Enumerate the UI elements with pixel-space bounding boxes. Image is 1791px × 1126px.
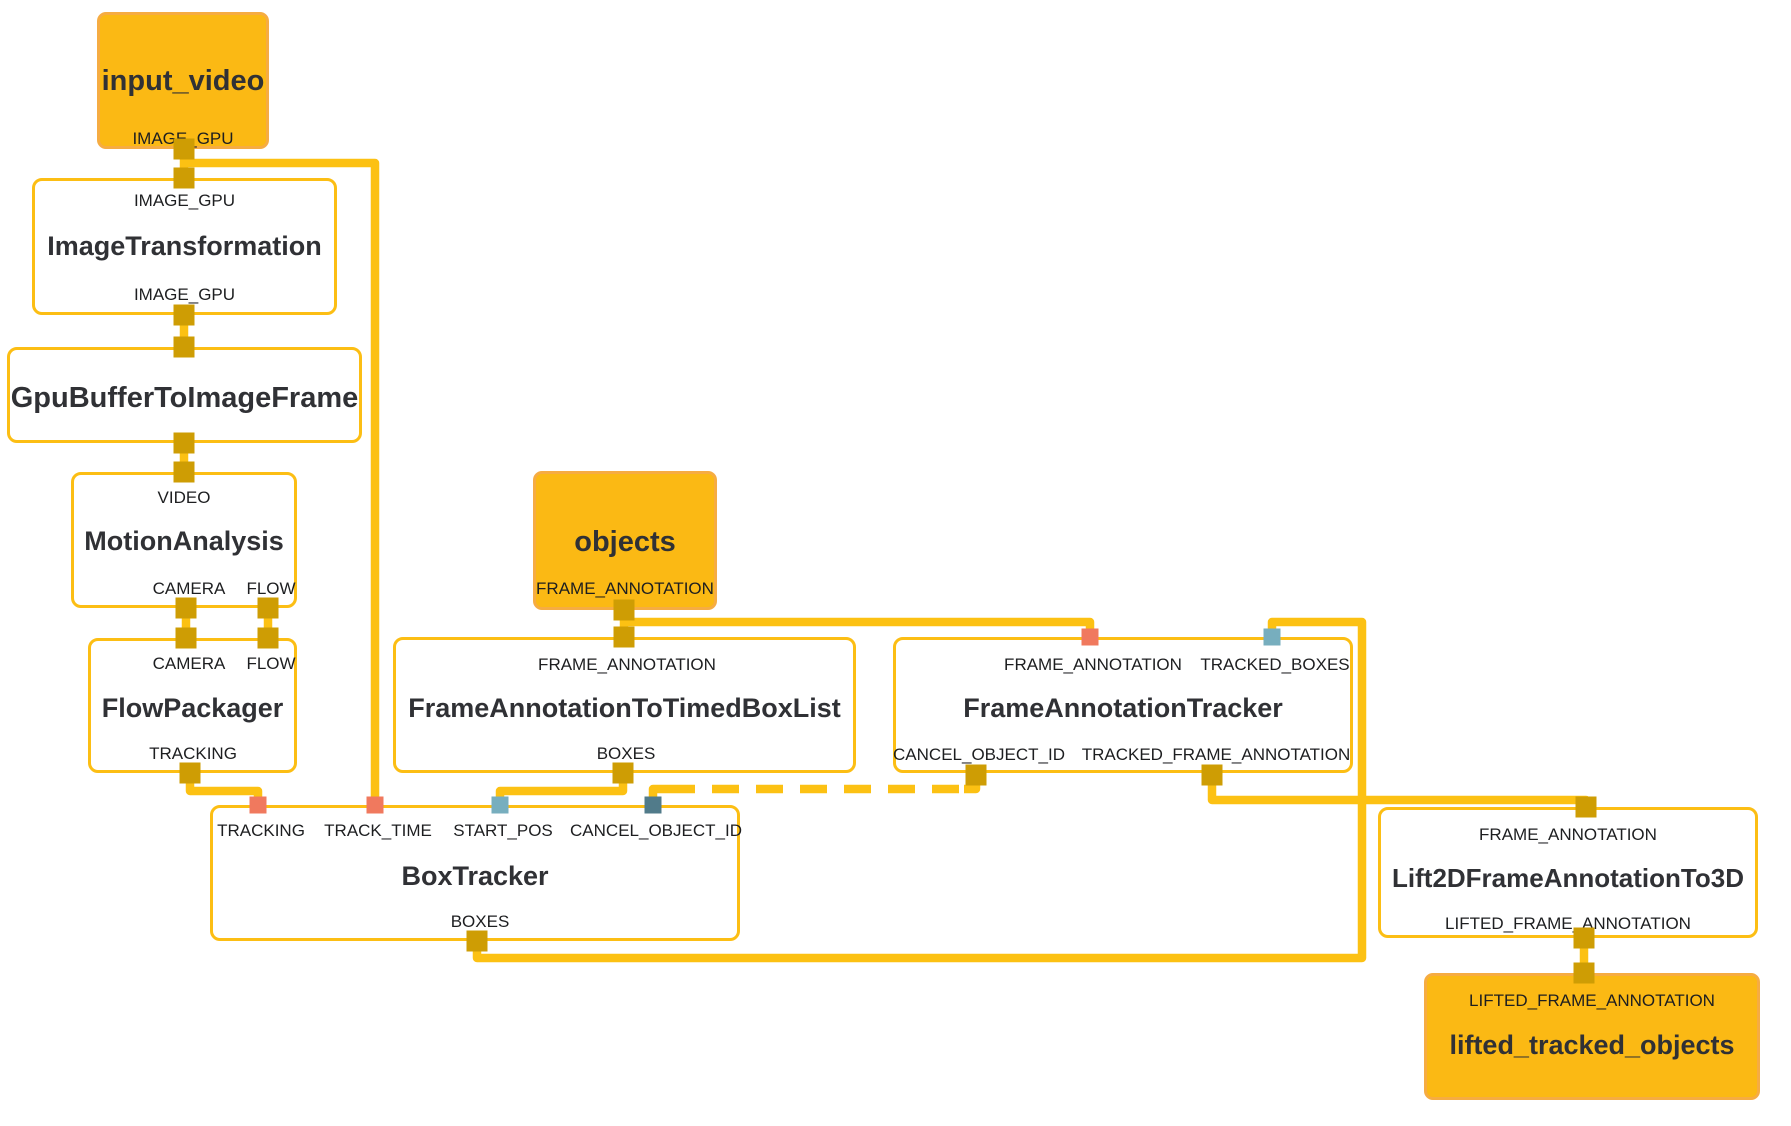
node-title: ImageTransformation	[47, 231, 322, 261]
node-title: FrameAnnotationToTimedBoxList	[408, 693, 841, 723]
input-port-label: TRACK_TIME	[324, 821, 432, 840]
input-port-label: VIDEO	[157, 488, 211, 507]
output-port-label: TRACKED_FRAME_ANNOTATION	[1081, 745, 1351, 764]
node-motion-analysis[interactable]: VIDEO MotionAnalysis CAMERA FLOW	[71, 472, 297, 608]
input-port-label: IMAGE_GPU	[133, 191, 236, 210]
node-lift-2d-frame-annotation-to-3d[interactable]: FRAME_ANNOTATION Lift2DFrameAnnotationTo…	[1378, 807, 1758, 938]
node-title: objects	[574, 526, 676, 558]
edge-flow-packager-tracking-to-box-tracker	[185, 773, 263, 805]
edge-objects-to-frame-annotation-tracker	[624, 617, 1095, 637]
input-port-label: FRAME_ANNOTATION	[1004, 655, 1182, 674]
node-box-tracker[interactable]: TRACKING TRACK_TIME START_POS CANCEL_OBJ…	[210, 805, 742, 941]
node-title: MotionAnalysis	[84, 526, 284, 556]
node-title: Lift2DFrameAnnotationTo3D	[1392, 863, 1744, 893]
node-gpu-buffer-to-image-frame[interactable]: GpuBufferToImageFrame	[7, 347, 362, 443]
node-flow-packager[interactable]: CAMERA FLOW FlowPackager TRACKING	[88, 638, 297, 773]
node-title: GpuBufferToImageFrame	[10, 382, 359, 414]
output-port-label: CAMERA	[152, 579, 226, 598]
node-input-video[interactable]: input_video IMAGE_GPU	[97, 12, 269, 149]
output-port-label: BOXES	[596, 744, 656, 763]
output-port-label: CANCEL_OBJECT_ID	[893, 745, 1065, 764]
edge-boxes-to-start-pos	[495, 773, 628, 805]
node-objects[interactable]: objects FRAME_ANNOTATION	[533, 471, 717, 610]
input-port-label: LIFTED_FRAME_ANNOTATION	[1469, 991, 1715, 1010]
node-image-transformation[interactable]: IMAGE_GPU ImageTransformation IMAGE_GPU	[32, 178, 337, 315]
input-port-label: TRACKING	[217, 821, 305, 840]
output-port-label: FRAME_ANNOTATION	[536, 579, 714, 598]
node-frame-annotation-tracker[interactable]: FRAME_ANNOTATION TRACKED_BOXES FrameAnno…	[893, 637, 1353, 773]
edge-tracked-frame-annotation-to-lift2d	[1207, 775, 1591, 808]
input-port-label: CANCEL_OBJECT_ID	[570, 821, 742, 840]
output-port-label: TRACKING	[149, 744, 237, 763]
output-port-label: IMAGE_GPU	[133, 285, 236, 304]
node-title: input_video	[101, 65, 265, 97]
output-port-label: FLOW	[246, 579, 296, 598]
node-title: FrameAnnotationTracker	[963, 693, 1283, 723]
edge-cancel-object-id-stub-right	[964, 775, 981, 794]
node-title: BoxTracker	[401, 861, 549, 891]
node-lifted-tracked-objects[interactable]: LIFTED_FRAME_ANNOTATION lifted_tracked_o…	[1424, 973, 1760, 1100]
input-port-label: FRAME_ANNOTATION	[1479, 825, 1657, 844]
input-port-label: FRAME_ANNOTATION	[538, 655, 716, 674]
node-frame-annotation-to-timed-box-list[interactable]: FRAME_ANNOTATION FrameAnnotationToTimedB…	[393, 637, 856, 773]
input-port-label: START_POS	[453, 821, 553, 840]
input-port-label: TRACKED_BOXES	[1200, 655, 1350, 674]
input-port-label: CAMERA	[152, 654, 226, 673]
output-port-label: IMAGE_GPU	[132, 129, 234, 148]
output-port-label: LIFTED_FRAME_ANNOTATION	[1445, 914, 1691, 933]
node-title: FlowPackager	[101, 693, 284, 723]
edge-cancel-object-id-stub-left	[648, 784, 668, 805]
node-title: lifted_tracked_objects	[1449, 1030, 1735, 1060]
output-port-label: BOXES	[450, 912, 510, 931]
input-port-label: FLOW	[246, 654, 296, 673]
